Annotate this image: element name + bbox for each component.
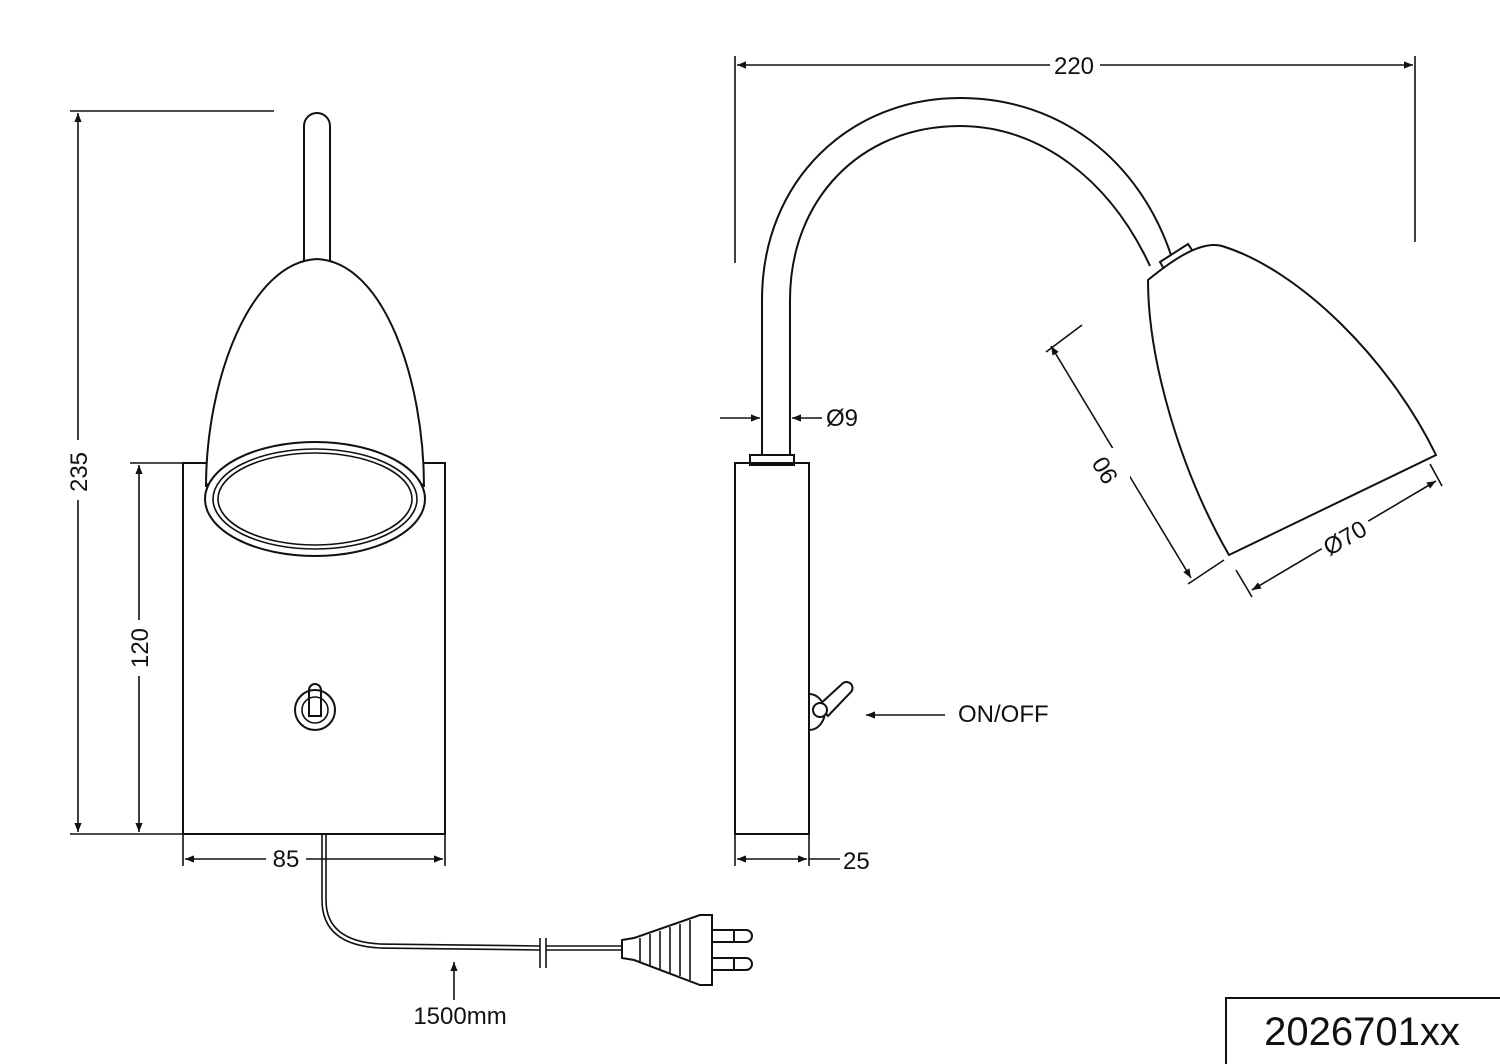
euro-plug-icon: [621, 914, 753, 986]
article-number: 2026701xx: [1264, 1010, 1460, 1054]
switch-side: [808, 681, 854, 732]
dim-base-depth: 25: [843, 848, 870, 875]
shade-opening-outer: [204, 441, 426, 557]
power-cable: [321, 834, 541, 951]
dim-plate-height: 120: [127, 628, 154, 668]
shade-side: [1146, 242, 1438, 557]
dim-plate-width: 85: [273, 846, 300, 873]
article-number-box: 2026701xx: [1225, 997, 1500, 1064]
front-view: 235 120 85 1500mm: [64, 110, 753, 1030]
switch-label: ON/OFF: [958, 701, 1049, 728]
shade-opening-inner: [212, 448, 418, 550]
dim-total-width: 220: [1054, 53, 1094, 80]
dim-total-height: 235: [66, 452, 93, 492]
side-view: 220 Ø9 90 Ø70 25 ON/OFF: [720, 52, 1443, 875]
dim-arm-diameter: Ø9: [826, 405, 858, 432]
side-base: [734, 462, 810, 835]
gooseneck-arm: [761, 96, 1173, 455]
switch-front: [294, 683, 336, 731]
dim-cable-length: 1500mm: [413, 1003, 506, 1030]
top-rod: [303, 112, 331, 262]
